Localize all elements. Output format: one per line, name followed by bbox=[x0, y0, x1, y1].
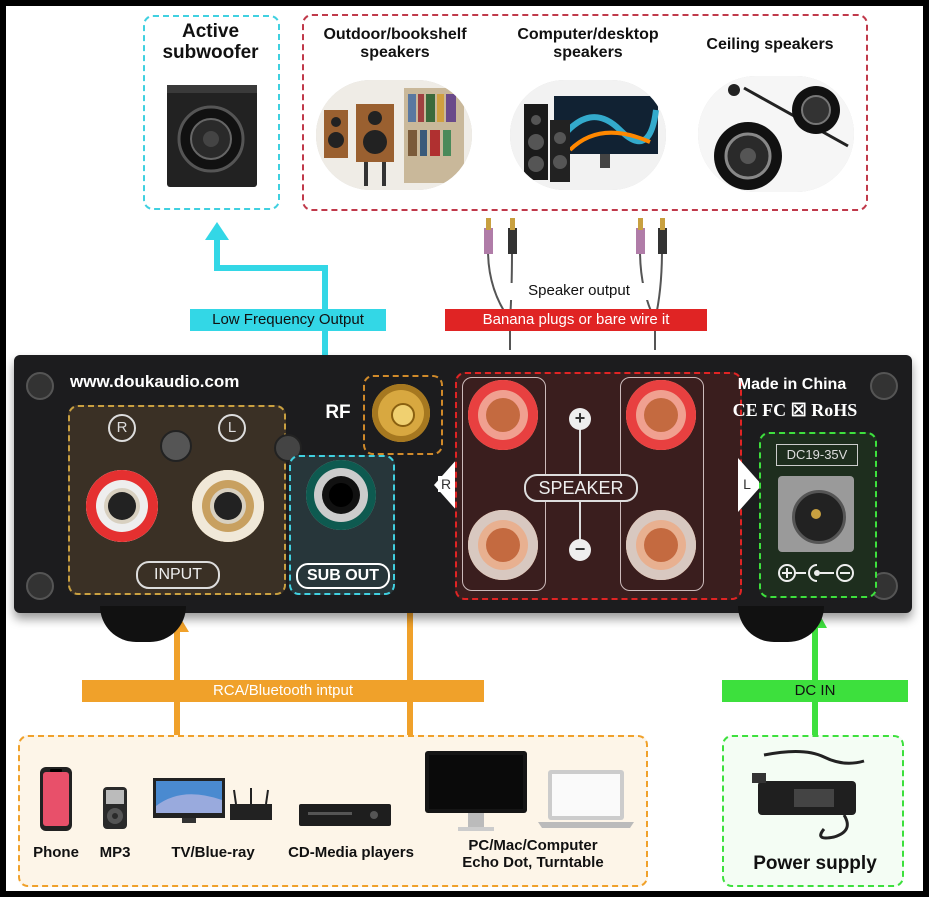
rca-jack-right-hole bbox=[108, 492, 136, 520]
source-label-cd: CD-Media players bbox=[288, 844, 414, 861]
plus-icon: + bbox=[569, 408, 591, 430]
speaker-output-label: Speaker output bbox=[510, 282, 648, 300]
cyan-arrow-head bbox=[205, 222, 229, 240]
source-label-mp3: MP3 bbox=[99, 844, 131, 861]
banana-plug bbox=[658, 228, 667, 254]
source-label-tv: TV/Blue-ray bbox=[171, 844, 255, 861]
cd-player-icon bbox=[298, 800, 392, 830]
screw-icon bbox=[26, 572, 54, 600]
banana-plug bbox=[484, 228, 493, 254]
bookshelf-speakers-image bbox=[316, 80, 472, 190]
sub-out-label: SUB OUT bbox=[296, 563, 390, 589]
monitor-icon bbox=[424, 750, 528, 834]
rf-label: RF bbox=[325, 402, 351, 423]
speaker-type-label-ceiling: Ceiling speakers bbox=[706, 36, 834, 53]
speaker-type-label-bookshelf: Outdoor/bookshelf speakers bbox=[323, 26, 467, 61]
banana-plug-tip bbox=[638, 218, 643, 230]
power-supply-icon bbox=[744, 745, 884, 843]
rca-bluetooth-input-band: RCA/Bluetooth intput bbox=[82, 680, 484, 702]
speaker-cable bbox=[487, 249, 511, 350]
subwoofer-box bbox=[143, 15, 280, 210]
screw-icon bbox=[870, 372, 898, 400]
speaker-type-label-desktop: Computer/desktop speakers bbox=[517, 26, 659, 61]
speaker-cable bbox=[639, 249, 656, 350]
speaker-terminal-left-negative[interactable] bbox=[626, 510, 696, 580]
dc-rating-label: DC19-35V bbox=[776, 444, 858, 466]
laptop-icon bbox=[536, 768, 636, 830]
screw-icon bbox=[160, 430, 192, 462]
phone-icon bbox=[38, 766, 74, 832]
website-text: www.doukaudio.com bbox=[70, 372, 240, 391]
dc-jack-pin bbox=[811, 509, 821, 519]
banana-plugs-band: Banana plugs or bare wire it bbox=[445, 309, 707, 331]
desktop-speakers-image bbox=[510, 80, 666, 190]
speaker-terminal-right-negative[interactable] bbox=[468, 510, 538, 580]
source-label-phone: Phone bbox=[33, 844, 79, 861]
rca-right-marker: R bbox=[108, 414, 136, 442]
input-label: INPUT bbox=[136, 561, 220, 589]
speaker-terminal-left-positive[interactable] bbox=[626, 380, 696, 450]
certification-marks: CE FC ☒ RoHS bbox=[732, 400, 858, 420]
rca-jack-left-hole bbox=[214, 492, 242, 520]
subwoofer-image bbox=[165, 83, 259, 189]
tv-router-icon bbox=[152, 776, 274, 824]
dc-in-band: DC IN bbox=[722, 680, 908, 702]
banana-plug-tip bbox=[660, 218, 665, 230]
rf-section bbox=[363, 375, 443, 455]
dc-polarity-icon bbox=[776, 562, 858, 584]
minus-icon: − bbox=[569, 539, 591, 561]
banana-plug bbox=[636, 228, 645, 254]
ceiling-speakers-image bbox=[698, 76, 854, 192]
banana-plug bbox=[508, 228, 517, 254]
low-frequency-output-band: Low Frequency Output bbox=[190, 309, 386, 331]
speakers-box bbox=[302, 14, 868, 211]
screw-icon bbox=[26, 372, 54, 400]
banana-plug-tip bbox=[486, 218, 491, 230]
subwoofer-label: Active subwoofer bbox=[162, 21, 259, 63]
source-label-pc: PC/Mac/Computer Echo Dot, Turntable bbox=[462, 837, 604, 871]
speaker-terminal-right-positive[interactable] bbox=[468, 380, 538, 450]
rca-left-marker: L bbox=[218, 414, 246, 442]
r-channel-tag: R bbox=[438, 476, 454, 492]
rf-connector-center bbox=[391, 403, 415, 427]
speaker-label: SPEAKER bbox=[524, 474, 638, 502]
mp3-player-icon bbox=[102, 786, 128, 830]
l-channel-tag: L bbox=[740, 476, 754, 492]
made-in-china-text: Made in China bbox=[737, 376, 847, 393]
banana-plug-tip bbox=[510, 218, 515, 230]
sub-out-jack-hole bbox=[329, 483, 353, 507]
power-supply-label: Power supply bbox=[753, 853, 877, 874]
